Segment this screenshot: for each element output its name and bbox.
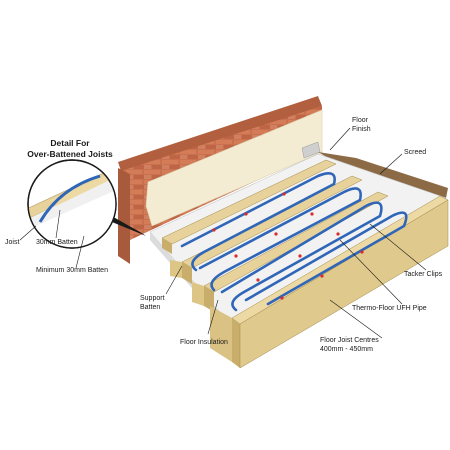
floor-insulation-label: Floor Insulation bbox=[180, 339, 228, 346]
tacker-clips bbox=[212, 192, 364, 300]
detail-title-line1: Detail For bbox=[50, 138, 90, 148]
tacker-clips-label: Tacker Clips bbox=[404, 271, 443, 278]
min-batten-label: Minimum 30mm Batten bbox=[36, 267, 108, 274]
joist-centres-label-line1: Floor Joist Centres bbox=[320, 337, 379, 344]
floor-finish-label-line1: Floor bbox=[352, 117, 369, 124]
joists bbox=[161, 159, 449, 369]
detail-title-line2: Over-Battened Joists bbox=[27, 149, 113, 159]
detail-inset bbox=[27, 159, 146, 249]
joist-label: Joist bbox=[5, 239, 19, 246]
pipe-label: Thermo-Floor UFH Pipe bbox=[352, 305, 427, 312]
screed-label: Screed bbox=[404, 149, 426, 156]
floor-finish bbox=[301, 141, 321, 159]
floor-finish-label-line2: Finish bbox=[352, 126, 371, 133]
ufh-pipe bbox=[180, 172, 408, 312]
leader-lines bbox=[19, 127, 427, 339]
batten-30mm-label: 30mm Batten bbox=[36, 239, 78, 246]
plaster-wall bbox=[145, 109, 323, 227]
joist-centres-label-line2: 400mm - 450mm bbox=[320, 346, 373, 353]
support-batten-label-line1: Support bbox=[140, 295, 165, 302]
support-batten-label-line2: Batten bbox=[140, 304, 160, 311]
